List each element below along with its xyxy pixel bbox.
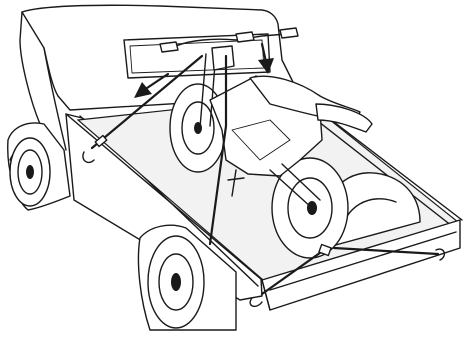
rear-wheel [148, 236, 204, 328]
hook-rear-left [250, 298, 262, 306]
front-wheel [10, 138, 50, 206]
